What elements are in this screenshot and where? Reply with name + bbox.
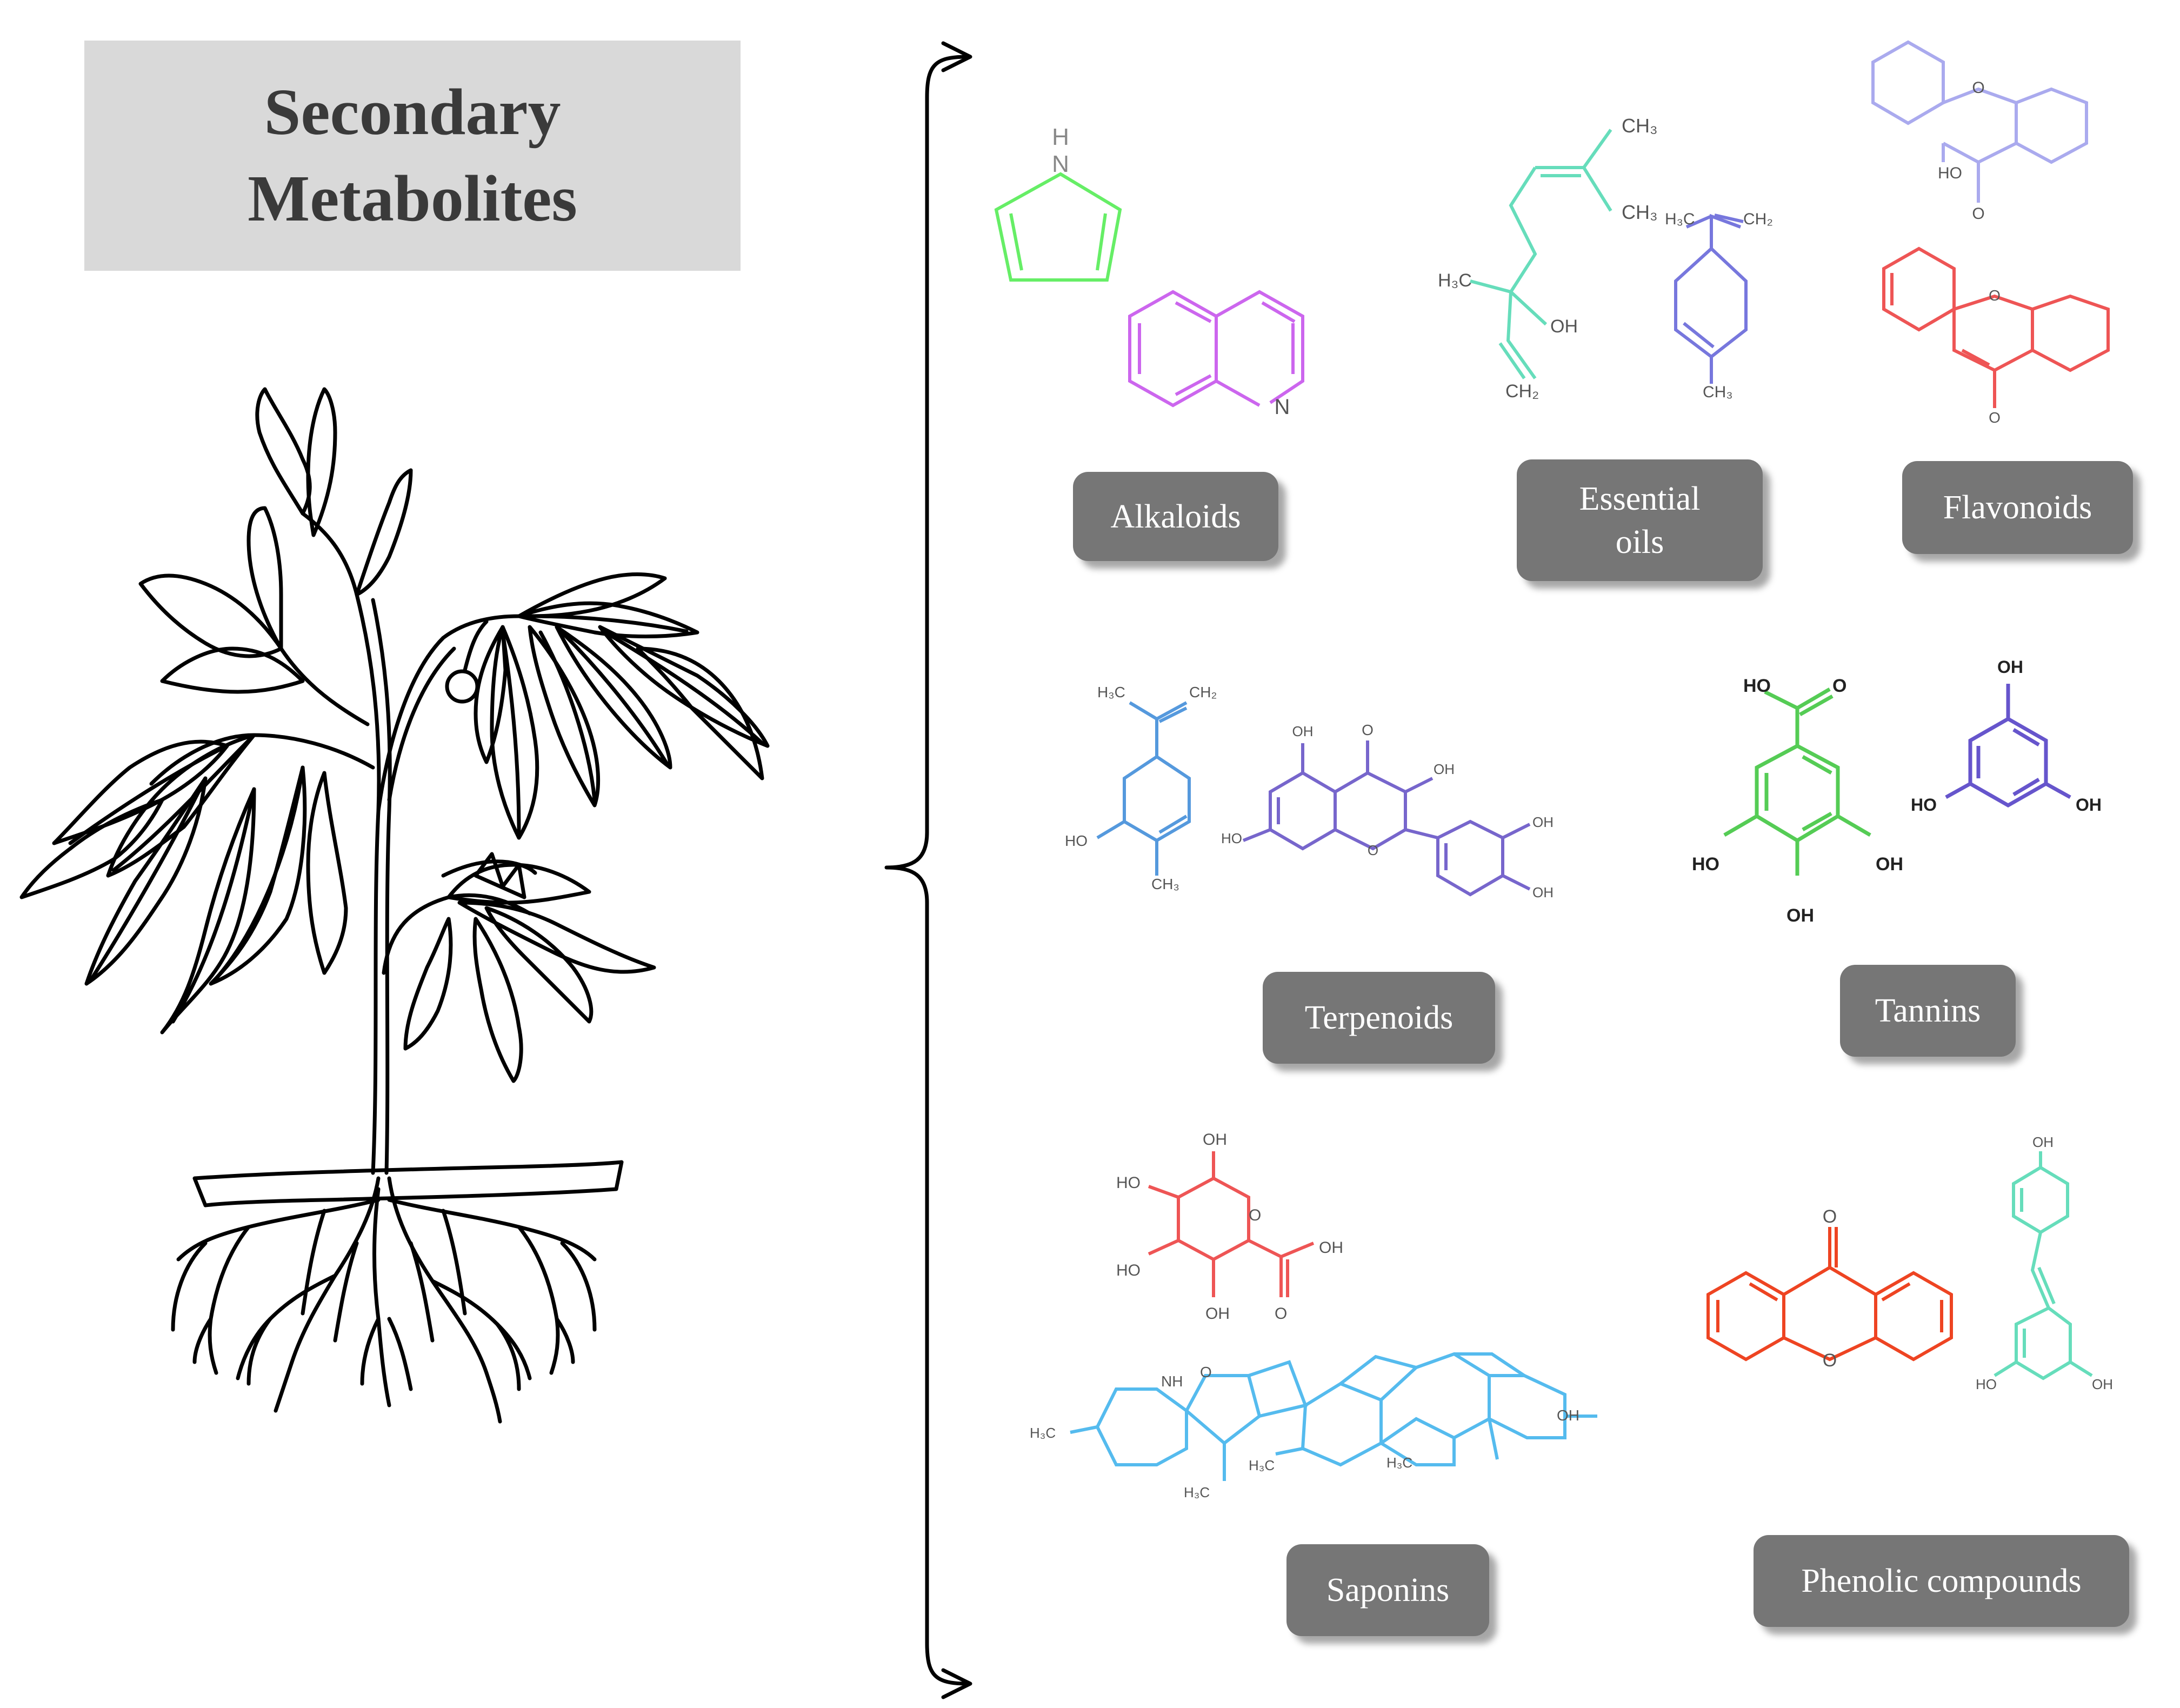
atom-label: N	[1275, 395, 1290, 419]
label-saponins: Saponins	[1286, 1544, 1489, 1636]
atom-label: OH	[2076, 795, 2102, 815]
arrow-right-icon	[941, 41, 972, 72]
atom-label: HO	[1692, 854, 1719, 875]
atom-label: OH	[1532, 884, 1554, 900]
label-essential-oils-line1: Essential	[1579, 480, 1701, 517]
atom-label: OH	[1550, 316, 1578, 337]
atom-label: H₃C	[1438, 270, 1472, 291]
label-tannins-text: Tannins	[1875, 992, 1981, 1029]
atom-label: CH₂	[1743, 210, 1773, 228]
atom-label: HO	[1743, 676, 1771, 696]
phloroglucinol-molecule	[1945, 684, 2071, 808]
title-line-2: Metabolites	[248, 162, 577, 235]
label-terpenoids-text: Terpenoids	[1304, 999, 1454, 1036]
atom-label: H₃C	[1665, 210, 1695, 228]
label-flavonoids-text: Flavonoids	[1943, 489, 2092, 526]
quinoline-molecule	[1128, 290, 1304, 408]
atom-label: HO	[1938, 164, 1962, 182]
label-phenolic-compounds: Phenolic compounds	[1754, 1535, 2129, 1627]
atom-label: NH	[1161, 1373, 1183, 1390]
atom-label: HO	[1116, 1262, 1141, 1279]
label-saponins-text: Saponins	[1326, 1572, 1450, 1609]
atom-label: CH₃	[1703, 383, 1733, 401]
atom-label: O	[1200, 1364, 1212, 1380]
atom-label: CH₂	[1189, 684, 1217, 700]
flavonol-molecule	[1871, 40, 2088, 203]
atom-label: H₃C	[1249, 1457, 1275, 1473]
atom-label: OH	[1205, 1305, 1230, 1323]
atom-label: OH	[1997, 657, 2023, 677]
label-phenolic-compounds-text: Phenolic compounds	[1801, 1563, 2082, 1599]
limonene-molecule	[1674, 214, 1748, 384]
flavone-molecule	[1882, 246, 2110, 408]
atom-label: H₃C	[1097, 684, 1125, 700]
title-line-1: Secondary	[264, 76, 561, 149]
quercetin-molecule	[1242, 740, 1531, 897]
atom-label: N	[1052, 151, 1069, 177]
atom-label: HO	[1221, 830, 1242, 846]
title-box: Secondary Metabolites	[84, 41, 741, 271]
atom-label: O	[1972, 79, 1984, 97]
atom-label: CH₃	[1622, 201, 1658, 223]
atom-label: O	[1989, 287, 2001, 304]
atom-label: OH	[1203, 1131, 1227, 1149]
atom-label: HO	[1976, 1376, 1997, 1392]
atom-label: CH₃	[1622, 115, 1658, 137]
atom-label: H₃C	[1184, 1484, 1210, 1500]
atom-label: OH	[1876, 854, 1903, 875]
atom-label: H₃C	[1386, 1455, 1412, 1471]
atom-label: CH₃	[1151, 876, 1179, 892]
atom-label: O	[1249, 1206, 1261, 1224]
plant-icon	[19, 387, 770, 1424]
label-terpenoids: Terpenoids	[1263, 972, 1495, 1064]
label-tannins: Tannins	[1840, 965, 2016, 1057]
pyrrole-molecule	[994, 172, 1122, 282]
atom-label: O	[1832, 676, 1846, 696]
label-essential-oils: Essential oils	[1517, 459, 1763, 581]
atom-label: OH	[1292, 723, 1314, 739]
linalool-molecule	[1470, 129, 1612, 379]
label-alkaloids: Alkaloids	[1073, 472, 1278, 561]
atom-label: OH	[2092, 1376, 2113, 1392]
atom-label: O	[1989, 409, 2001, 426]
atom-label: CH₂	[1505, 381, 1539, 402]
atom-label: OH	[1557, 1407, 1579, 1424]
atom-label: HO	[1911, 795, 1937, 815]
resveratrol-molecule	[1994, 1151, 2093, 1380]
atom-label: H	[1052, 124, 1069, 150]
solasodine-molecule	[1070, 1352, 1597, 1481]
xanthone-molecule	[1706, 1227, 1953, 1362]
curly-brace-icon	[884, 41, 972, 1699]
atom-label: H₃C	[1030, 1425, 1056, 1441]
atom-label: OH	[1319, 1239, 1343, 1257]
carveol-molecule	[1096, 701, 1191, 876]
atom-label: OH	[1532, 814, 1554, 830]
atom-label: OH	[2032, 1134, 2054, 1150]
label-essential-oils-line2: oils	[1615, 523, 1664, 561]
arrow-right-icon	[941, 1668, 972, 1699]
atom-label: HO	[1116, 1174, 1141, 1192]
glucuronic-acid-molecule	[1148, 1151, 1315, 1297]
label-alkaloids-text: Alkaloids	[1110, 498, 1241, 535]
atom-label: O	[1972, 205, 1984, 223]
gallic-acid-molecule	[1723, 687, 1871, 876]
atom-label: OH	[1786, 905, 1814, 926]
atom-label: O	[1275, 1305, 1287, 1323]
atom-label: O	[1362, 722, 1374, 738]
atom-label: O	[1823, 1206, 1837, 1227]
atom-label: O	[1368, 842, 1378, 858]
label-flavonoids: Flavonoids	[1902, 461, 2133, 554]
atom-label: HO	[1065, 832, 1088, 849]
atom-label: OH	[1434, 761, 1455, 777]
atom-label: O	[1823, 1350, 1837, 1371]
